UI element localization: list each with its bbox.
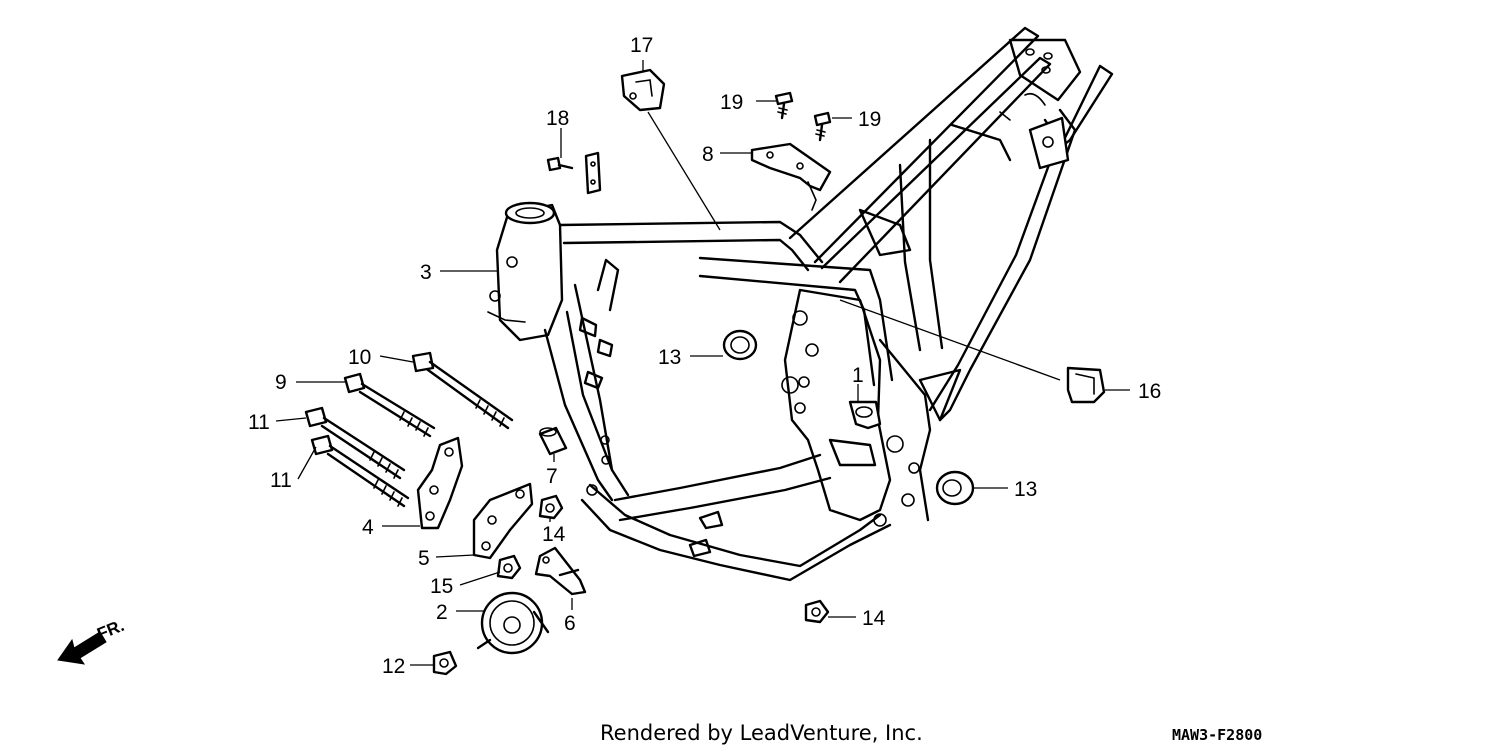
- bracket-6[interactable]: [534, 546, 587, 596]
- horn-2[interactable]: [476, 591, 550, 655]
- callout-19: 19: [720, 91, 743, 114]
- callout-18: 18: [546, 107, 569, 130]
- callout-8: 8: [702, 143, 714, 166]
- front-arrow-icon: [57, 631, 107, 665]
- grommet-13a[interactable]: [722, 329, 758, 361]
- callout-9: 9: [275, 371, 287, 394]
- callout-2: 2: [436, 601, 448, 624]
- frame-body[interactable]: [487, 26, 1114, 582]
- bolt-9[interactable]: [343, 372, 436, 438]
- nut-15[interactable]: [496, 554, 522, 580]
- bolt-10[interactable]: [411, 351, 514, 430]
- clip-17[interactable]: [620, 68, 666, 112]
- collar-7[interactable]: [538, 426, 568, 456]
- callout-7: 7: [546, 465, 558, 488]
- callout-4: 4: [362, 516, 374, 539]
- callout-13: 13: [658, 346, 681, 369]
- callout-16: 16: [1138, 380, 1161, 403]
- callout-3: 3: [420, 261, 432, 284]
- nut-12[interactable]: [432, 650, 458, 676]
- plate-18[interactable]: [584, 151, 602, 195]
- bolt-11b[interactable]: [310, 434, 410, 508]
- callout-5: 5: [418, 547, 430, 570]
- grommet-13b[interactable]: [935, 470, 975, 506]
- callout-1: 1: [852, 364, 864, 387]
- credit-text: Rendered by LeadVenture, Inc.: [600, 721, 923, 745]
- callout-13: 13: [1014, 478, 1037, 501]
- diagram-code: MAW3-F2800: [1172, 726, 1262, 744]
- callout-14: 14: [542, 523, 566, 546]
- callout-15: 15: [430, 575, 453, 598]
- clamp-1[interactable]: [848, 400, 882, 430]
- callout-17: 17: [630, 34, 653, 57]
- bolt-11a[interactable]: [304, 406, 406, 480]
- plate-4[interactable]: [416, 436, 464, 530]
- callout-11: 11: [270, 469, 292, 492]
- callout-6: 6: [564, 612, 576, 635]
- leader-lines: [275, 60, 1130, 666]
- callout-19: 19: [858, 108, 881, 131]
- bolt-18[interactable]: [546, 156, 574, 172]
- clip-16[interactable]: [1066, 366, 1106, 404]
- callout-10: 10: [348, 346, 371, 369]
- bracket-8[interactable]: [750, 142, 832, 211]
- callout-14: 14: [862, 607, 886, 630]
- callout-labels: 17 19 19 18 8 3 13 10 9 1 16 11 11 7 13 …: [248, 34, 1161, 678]
- front-direction-indicator: FR.: [57, 616, 127, 665]
- callout-12: 12: [382, 655, 405, 678]
- plate-5[interactable]: [472, 482, 534, 560]
- nut-14a[interactable]: [538, 494, 564, 520]
- bolt-19b[interactable]: [813, 111, 832, 142]
- head-pipe[interactable]: [487, 201, 564, 342]
- bolt-19a[interactable]: [774, 91, 794, 120]
- front-label: FR.: [94, 616, 127, 644]
- callout-11: 11: [248, 411, 270, 434]
- nut-14b[interactable]: [804, 599, 830, 624]
